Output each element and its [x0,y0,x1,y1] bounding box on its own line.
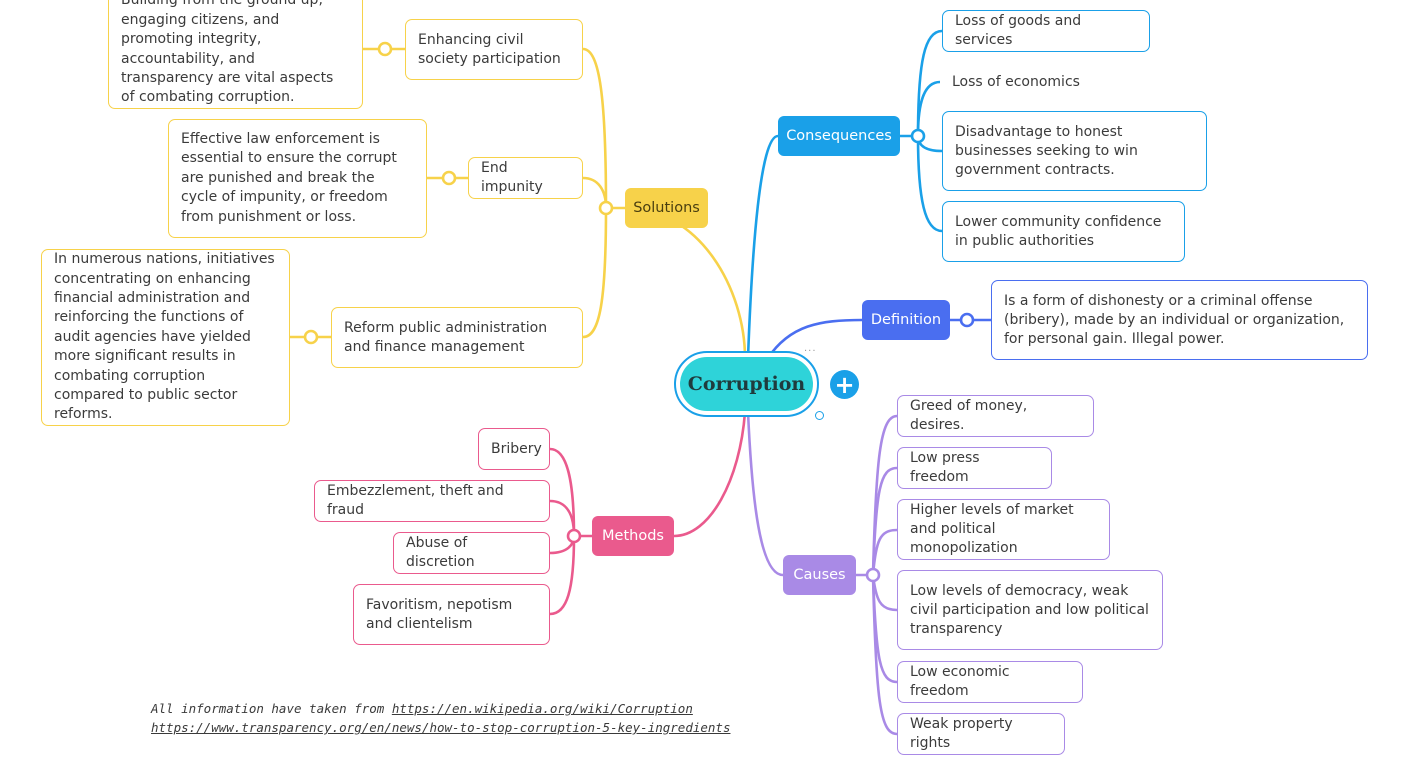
solution-end-impunity-detail[interactable]: Effective law enforcement is essential t… [168,119,427,238]
cause-greed[interactable]: Greed of money, desires. [897,395,1094,437]
consequence-confidence[interactable]: Lower community confidence in public aut… [942,201,1185,262]
solution-end-impunity[interactable]: End impunity [468,157,583,199]
more-options-icon[interactable]: ··· [804,346,817,357]
method-bribery[interactable]: Bribery [478,428,550,470]
source-link-transparency[interactable]: https://www.transparency.org/en/news/how… [151,720,731,735]
connector-consequences-loss-econ [916,80,941,137]
central-topic-label: Corruption [680,357,813,411]
consequence-loss-economics[interactable]: Loss of economics [952,73,1080,90]
connector-causes-property [871,574,898,736]
methods-connectors [549,411,747,616]
connector-solutions-civil [582,47,625,210]
connector-causes-press [871,466,898,576]
central-topic[interactable]: Corruption [674,351,819,417]
connector-central-consequences [746,134,779,359]
solutions-joints [303,41,614,345]
connector-solutions-reform [582,207,608,339]
causes-connectors [746,411,898,736]
joint-causes [865,567,881,583]
cause-monopolization[interactable]: Higher levels of market and political mo… [897,499,1110,560]
cause-democracy[interactable]: Low levels of democracy, weak civil part… [897,570,1163,650]
consequence-loss-goods[interactable]: Loss of goods and services [942,10,1150,52]
consequence-disadvantage[interactable]: Disadvantage to honest businesses seekin… [942,111,1207,191]
resize-handle[interactable] [815,411,824,420]
definition-text[interactable]: Is a form of dishonesty or a criminal of… [991,280,1368,360]
consequences-connectors [746,29,943,359]
method-abuse-discretion[interactable]: Abuse of discretion [393,532,550,574]
cause-property-rights[interactable]: Weak property rights [897,713,1065,755]
cause-press-freedom[interactable]: Low press freedom [897,447,1052,489]
sources-prefix: All information have taken from [151,701,392,716]
connector-methods-bribery [549,447,592,538]
method-favoritism[interactable]: Favoritism, nepotism and clientelism [353,584,550,645]
source-link-wikipedia[interactable]: https://en.wikipedia.org/wiki/Corruption [391,701,693,716]
connector-central-solutions [624,206,747,359]
branch-causes[interactable]: Causes [783,555,856,595]
add-topic-button[interactable]: + [830,370,859,399]
sources-line-1: All information have taken from https://… [151,699,730,718]
connector-methods-favoritism [549,535,576,616]
solution-civil-society-detail[interactable]: Building from the ground up, engaging ci… [108,0,363,109]
connector-central-definition [766,318,863,359]
connector-consequences-confidence [916,135,943,233]
branch-definition[interactable]: Definition [862,300,950,340]
connector-central-methods [673,411,747,538]
connector-causes-monopoly [871,528,898,576]
joint-civil [377,41,393,57]
sources-line-2: https://www.transparency.org/en/news/how… [151,718,730,737]
sources-note: All information have taken from https://… [151,699,730,737]
joint-consequences [910,128,926,144]
joint-reform [303,329,319,345]
joint-definition [959,312,975,328]
solution-reform-admin[interactable]: Reform public administration and finance… [331,307,583,368]
joint-impunity [441,170,457,186]
connector-central-causes [746,411,784,577]
joint-methods [566,528,582,544]
branch-methods[interactable]: Methods [592,516,674,556]
cause-economic-freedom[interactable]: Low economic freedom [897,661,1083,703]
joint-solutions [598,200,614,216]
branch-solutions[interactable]: Solutions [625,188,708,228]
solution-civil-society[interactable]: Enhancing civil society participation [405,19,583,80]
solution-reform-admin-detail[interactable]: In numerous nations, initiatives concent… [41,249,290,426]
method-embezzlement[interactable]: Embezzlement, theft and fraud [314,480,550,522]
branch-consequences[interactable]: Consequences [778,116,900,156]
